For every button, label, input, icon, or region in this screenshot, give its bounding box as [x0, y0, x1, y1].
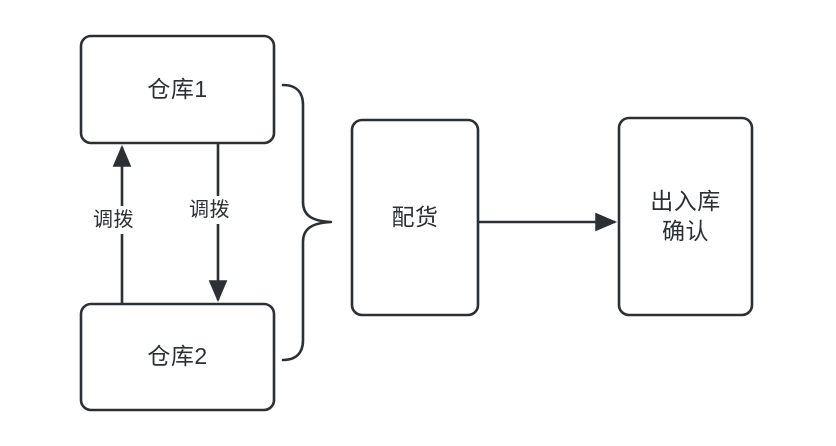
node-picking[interactable] — [350, 118, 480, 317]
node-warehouse-2[interactable] — [79, 302, 276, 412]
node-warehouse-1[interactable] — [79, 34, 276, 145]
warehouse-group-brace-icon — [281, 83, 333, 362]
node-inout-confirm[interactable] — [617, 116, 754, 317]
